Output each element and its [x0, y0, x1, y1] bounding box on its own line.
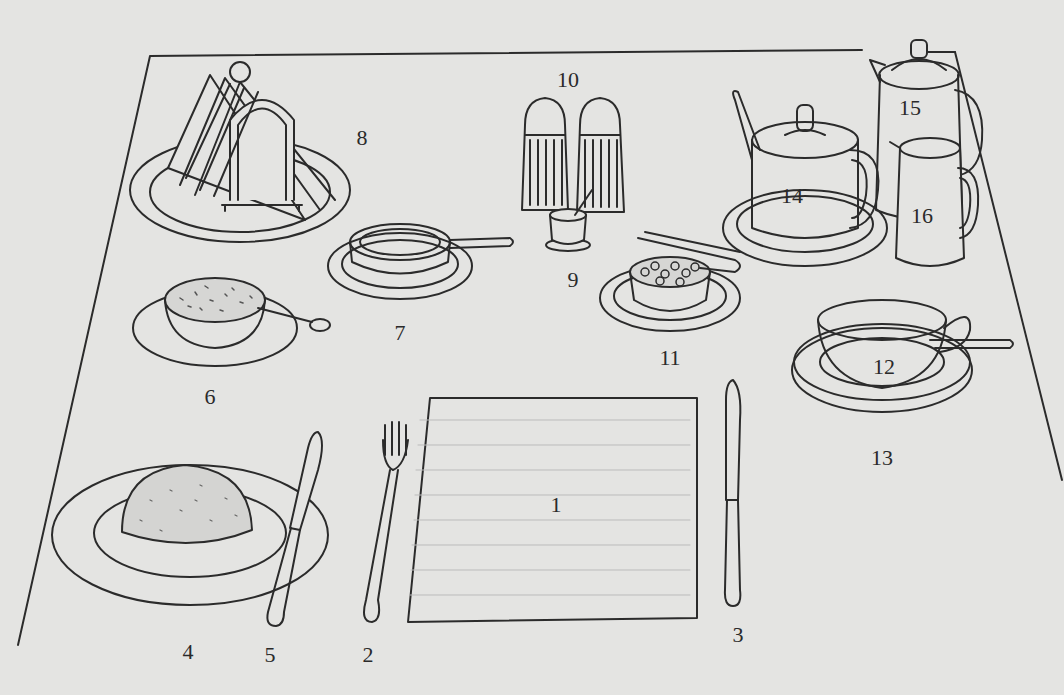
callout-number: 1: [551, 492, 562, 518]
callout-number: 7: [395, 320, 406, 346]
callout-number: 13: [871, 445, 893, 471]
callout-number: 10: [557, 67, 579, 93]
callout-number: 5: [265, 642, 276, 668]
callout-number: 12: [873, 354, 895, 380]
callout-number: 9: [568, 267, 579, 293]
callout-number: 6: [205, 384, 216, 410]
callout-number: 16: [911, 203, 933, 229]
callout-number: 15: [899, 95, 921, 121]
callout-number: 14: [781, 183, 803, 209]
callout-number: 8: [357, 125, 368, 151]
callout-number: 2: [363, 642, 374, 668]
callout-number: 4: [183, 639, 194, 665]
callout-number: 3: [733, 622, 744, 648]
callout-number: 11: [659, 345, 680, 371]
